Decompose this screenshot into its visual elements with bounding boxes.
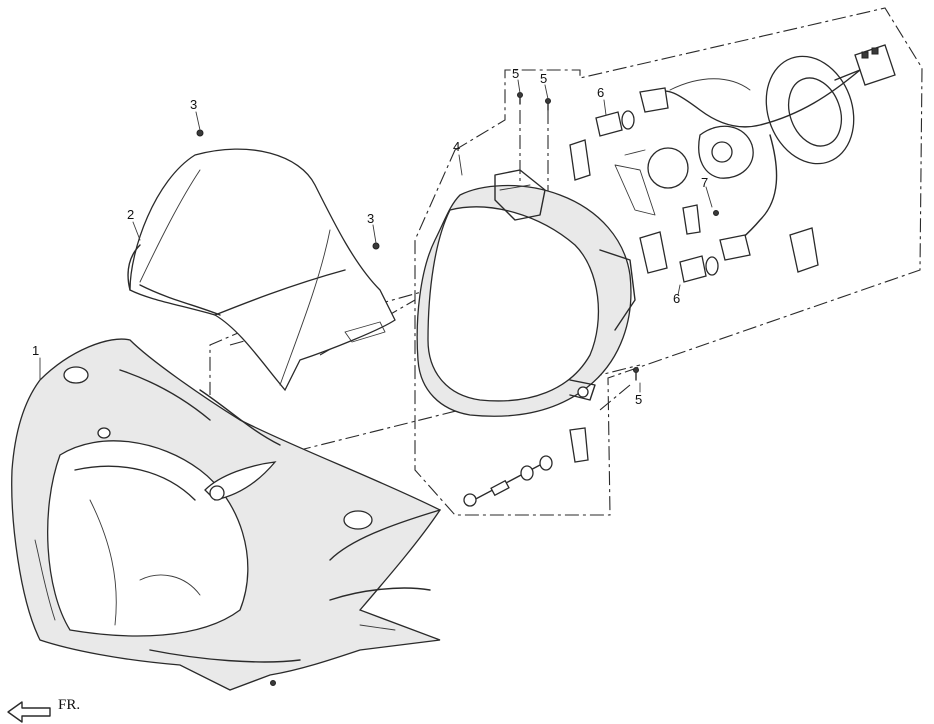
- front-direction-label: FR.: [58, 697, 81, 713]
- guide-line-4: [209, 329, 246, 395]
- rubber-boot: [765, 55, 861, 165]
- mounting-clips: [569, 139, 819, 463]
- leader-lines: [39, 79, 713, 393]
- headlight-bulb: [614, 125, 754, 216]
- callout-part-5-a: 5: [512, 66, 520, 81]
- screw-5-c: [633, 367, 639, 381]
- callout-part-4: 4: [453, 139, 461, 154]
- assembly-boundary: [414, 7, 923, 516]
- callout-part-6-upper: 6: [597, 85, 605, 100]
- position-lamp-socket-upper: [595, 87, 669, 137]
- callout-part-7: 7: [701, 175, 709, 190]
- screw-3-upper: [196, 129, 204, 137]
- wire-harness: [654, 69, 861, 128]
- screw-5-b: [545, 98, 551, 111]
- screw-5-a: [517, 92, 523, 105]
- wire-connector: [854, 44, 896, 86]
- windscreen: [127, 148, 396, 392]
- screw-7: [713, 210, 719, 216]
- headlight-housing: [416, 169, 636, 417]
- callout-part-6-lower: 6: [673, 291, 681, 306]
- callout-part-1: 1: [32, 343, 40, 358]
- screw-3-lower: [372, 242, 380, 250]
- front-direction-arrow: [7, 701, 51, 723]
- position-lamp-socket-lower: [679, 234, 751, 283]
- callout-part-3-upper: 3: [190, 97, 198, 112]
- callout-part-5-b: 5: [540, 71, 548, 86]
- callout-part-3-lower: 3: [367, 211, 375, 226]
- callout-part-2: 2: [127, 207, 135, 222]
- guide-line-7: [599, 384, 631, 411]
- adjuster-bolt: [463, 455, 553, 507]
- callout-part-5-c: 5: [635, 392, 643, 407]
- front-fairing: [11, 338, 441, 691]
